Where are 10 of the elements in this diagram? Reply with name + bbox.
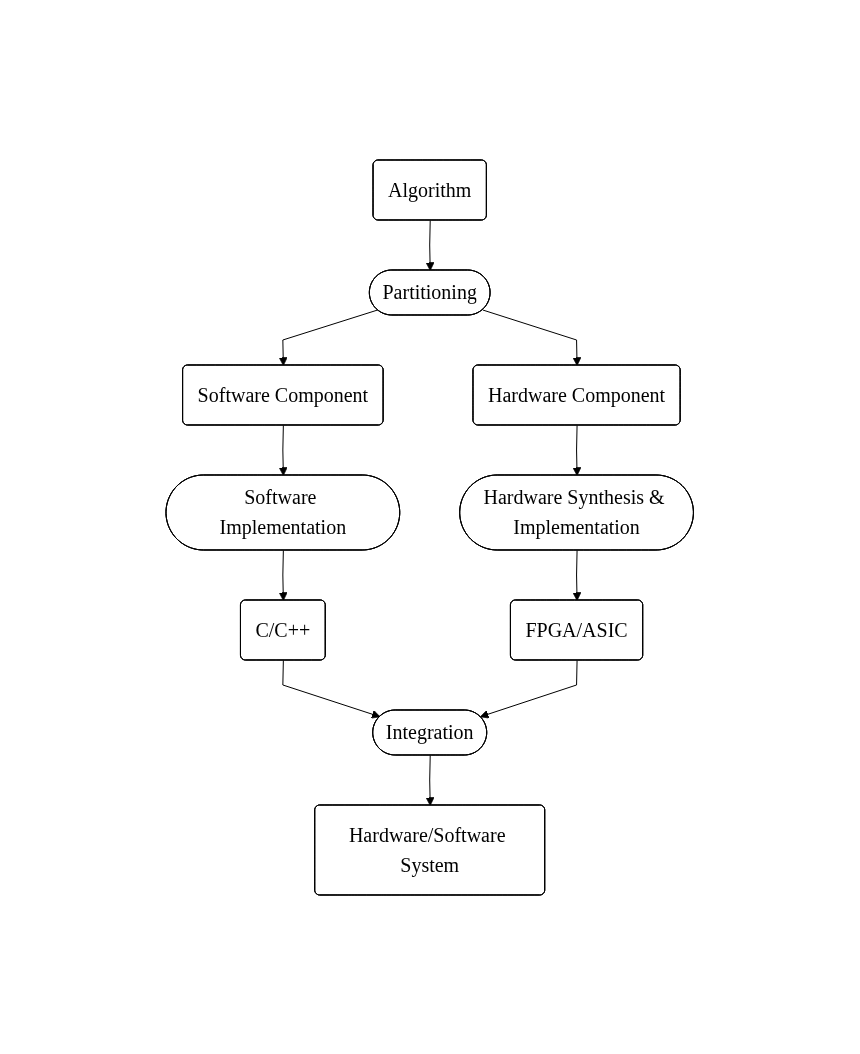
arrow (480, 659, 578, 718)
arrow (572, 424, 582, 476)
arrow (482, 309, 582, 366)
arrow (279, 309, 379, 366)
arrow (572, 549, 582, 601)
arrow (279, 424, 288, 476)
arrow (279, 549, 288, 601)
arrow (425, 754, 435, 806)
arrow (425, 219, 435, 271)
arrow (282, 659, 381, 718)
